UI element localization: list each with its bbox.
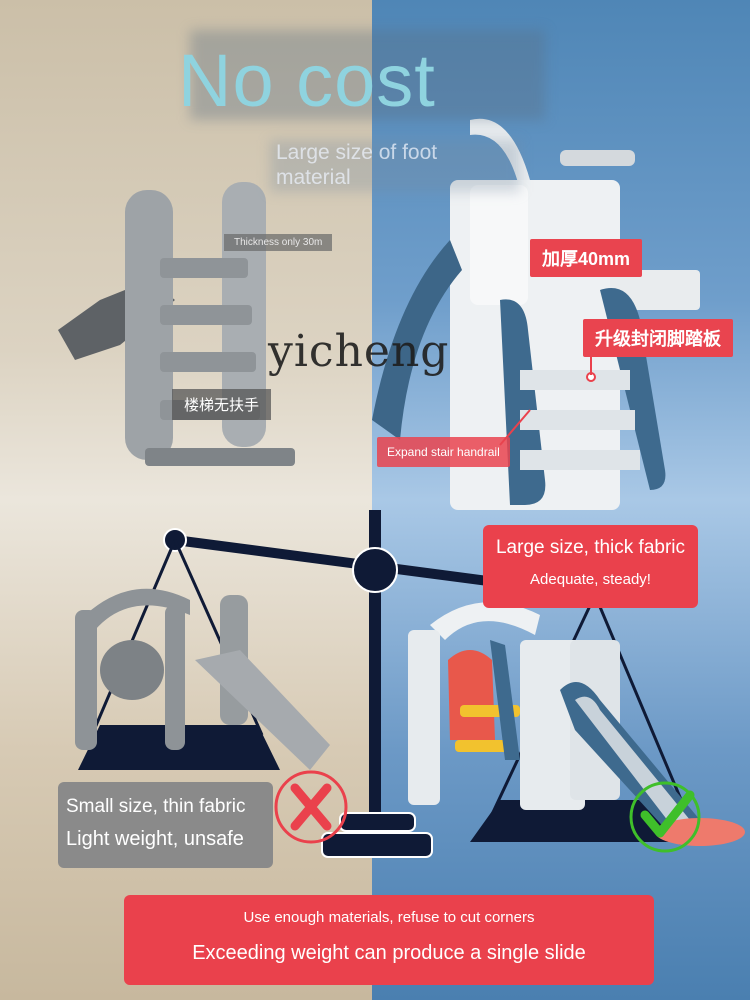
subtitle: Large size of foot material — [276, 141, 438, 189]
gray-swing-image — [75, 588, 330, 770]
red-x-icon — [274, 770, 348, 844]
watermark: yicheng — [268, 326, 450, 377]
bad-box-line2: Light weight, unsafe — [66, 828, 244, 850]
castle-swing-image — [408, 602, 745, 846]
banner-line1: Use enough materials, refuse to cut corn… — [243, 909, 535, 926]
bad-product-box: Small size, thin fabric Light weight, un… — [58, 782, 273, 868]
bad-box-line1: Small size, thin fabric — [66, 796, 246, 817]
bottom-banner: Use enough materials, refuse to cut corn… — [124, 895, 654, 985]
gray-slide-top-image — [58, 182, 295, 466]
no-handrail-label: 楼梯无扶手 — [172, 389, 272, 420]
thick-40mm-label: 加厚40mm — [530, 239, 643, 277]
closed-pedal-label: 升级封闭脚踏板 — [583, 319, 733, 357]
thickness-label: Thickness only 30m — [224, 234, 333, 251]
headline-blur-block — [190, 30, 545, 120]
good-product-box: Large size, thick fabric Adequate, stead… — [483, 525, 698, 608]
green-check-icon — [629, 781, 701, 853]
stair-handrail-label: Expand stair handrail — [377, 437, 510, 467]
good-box-line2: Adequate, steady! — [530, 571, 651, 588]
headline: No cost — [178, 39, 436, 122]
good-box-line1: Large size, thick fabric — [495, 537, 686, 558]
banner-line2: Exceeding weight can produce a single sl… — [192, 942, 586, 964]
subtitle-blur-block — [270, 140, 520, 192]
